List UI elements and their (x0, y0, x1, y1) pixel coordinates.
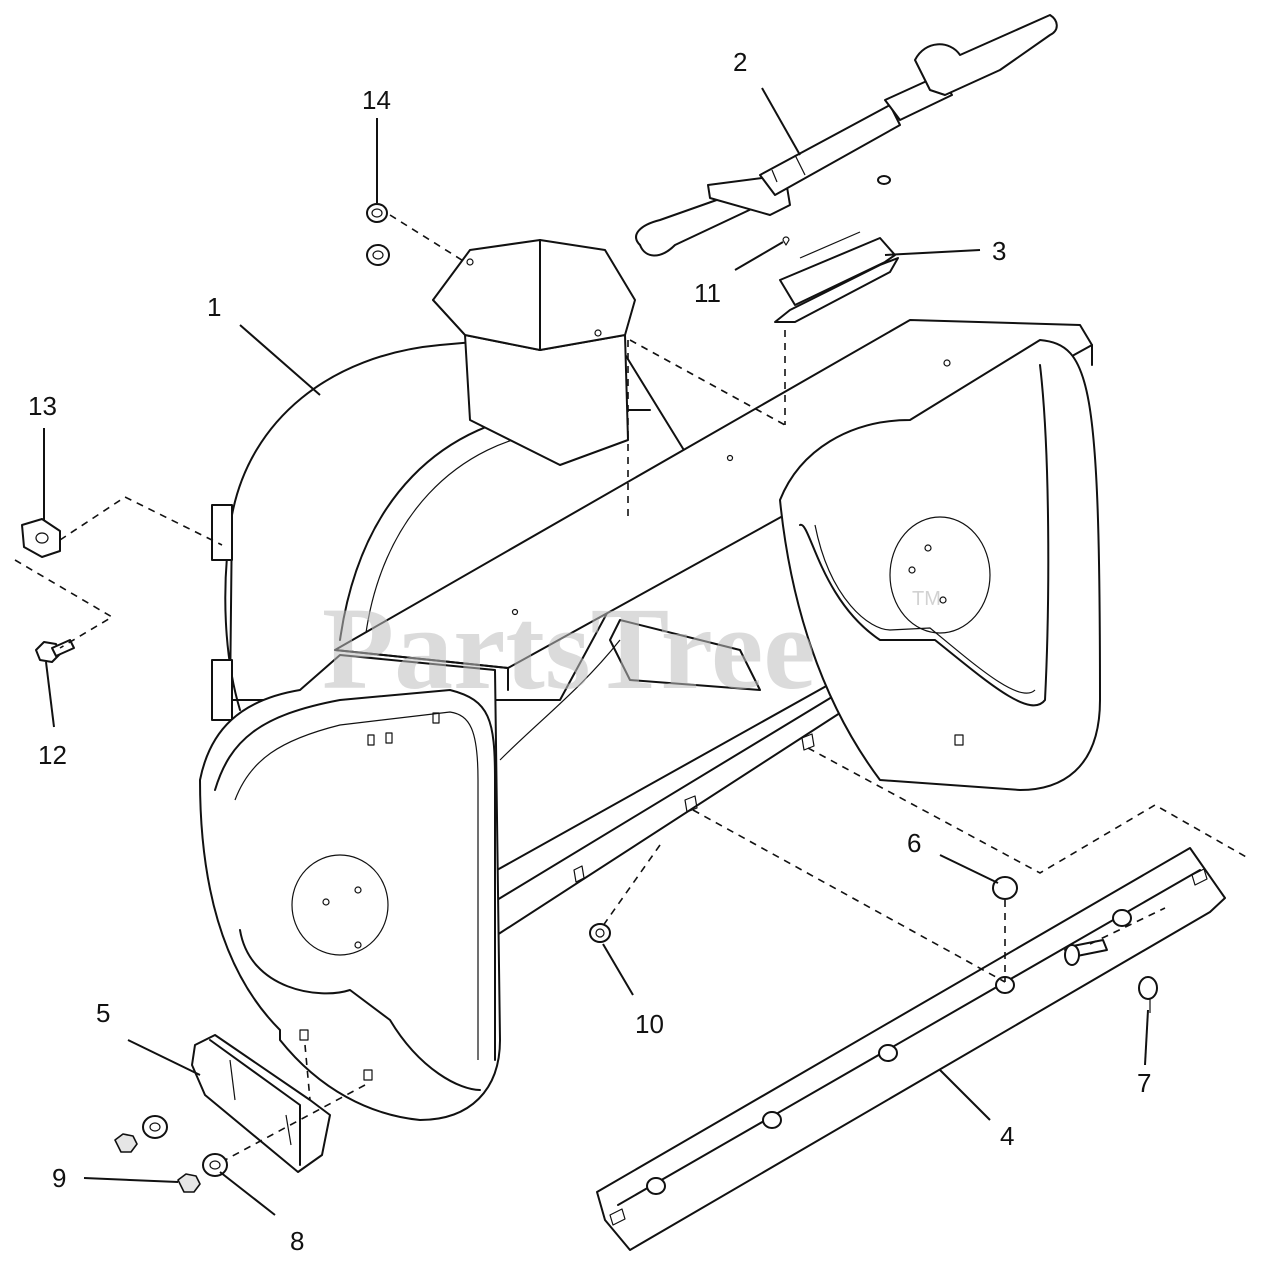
washers[interactable] (142, 1115, 228, 1177)
carriage-bolt-7[interactable] (1064, 939, 1158, 1013)
assembly-lines (14, 214, 1249, 1161)
callout-labels: 1 2 3 4 5 6 7 8 9 10 11 12 13 14 (28, 47, 1151, 1256)
callout-9[interactable]: 9 (52, 1163, 66, 1193)
callout-1[interactable]: 1 (207, 292, 221, 322)
chute-bushings[interactable] (366, 203, 390, 266)
chute-crank-assembly[interactable] (635, 14, 1058, 257)
hex-nuts[interactable] (114, 1133, 201, 1193)
callout-8[interactable]: 8 (290, 1226, 304, 1256)
carriage-bolt[interactable] (992, 876, 1018, 900)
callout-12[interactable]: 12 (38, 740, 67, 770)
shave-plate[interactable] (596, 847, 1226, 1251)
hex-bolt[interactable] (35, 639, 75, 663)
callout-14[interactable]: 14 (362, 85, 391, 115)
auger-housing[interactable] (199, 239, 1101, 1121)
skid-shoe[interactable] (191, 1034, 331, 1173)
cotter-pin[interactable] (782, 236, 790, 246)
flange-nut[interactable] (589, 923, 611, 943)
watermark-trademark: TM (912, 588, 941, 610)
clip-nut[interactable] (21, 518, 61, 558)
leader-lines (43, 87, 1149, 1216)
callout-2[interactable]: 2 (733, 47, 747, 77)
callout-3[interactable]: 3 (992, 236, 1006, 266)
callout-6[interactable]: 6 (907, 828, 921, 858)
watermark: PartsTree (322, 583, 816, 714)
callout-13[interactable]: 13 (28, 391, 57, 421)
chute-crank-bracket[interactable] (774, 231, 899, 323)
callout-7[interactable]: 7 (1137, 1068, 1151, 1098)
callout-5[interactable]: 5 (96, 998, 110, 1028)
callout-10[interactable]: 10 (635, 1009, 664, 1039)
callout-4[interactable]: 4 (1000, 1121, 1014, 1151)
callout-11[interactable]: 11 (694, 278, 721, 308)
